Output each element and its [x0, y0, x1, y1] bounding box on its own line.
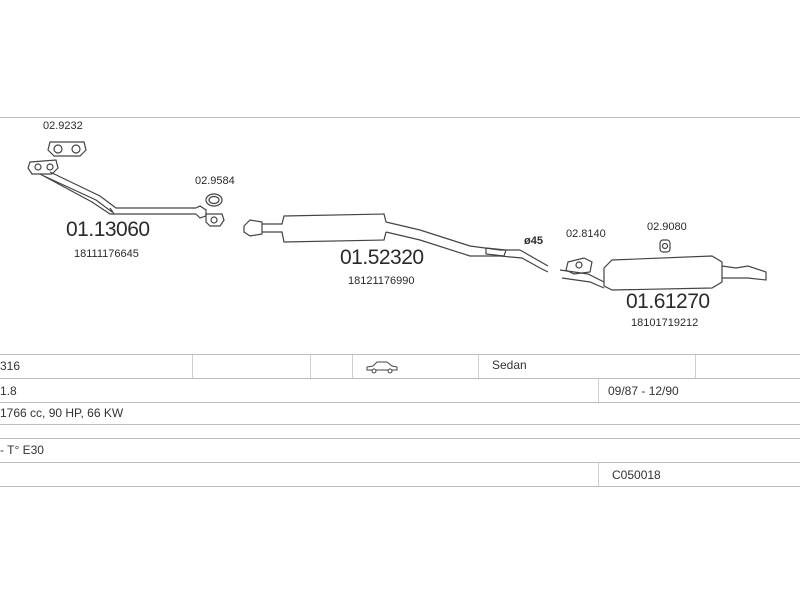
rear-clamp-part[interactable] — [565, 257, 593, 275]
table-row: 1766 cc, 90 HP, 66 KW — [0, 402, 800, 425]
middle-silencer-code: 01.52320 — [340, 246, 424, 269]
vehicle-type: - T° E30 — [0, 443, 44, 457]
cell-divider — [310, 355, 311, 379]
front-gasket-code: 02.9232 — [43, 120, 83, 132]
front-pipe-code: 01.13060 — [66, 218, 150, 241]
front-gasket-part[interactable] — [47, 141, 87, 157]
cell-divider — [478, 355, 479, 379]
exhaust-system-drawing — [27, 141, 767, 291]
catalog-code: C050018 — [612, 468, 661, 482]
front-pipe-oem-number: 18111176645 — [74, 248, 139, 260]
rear-rubber-mount-part[interactable] — [659, 239, 671, 253]
sedan-car-icon — [365, 360, 399, 377]
rear-silencer-code: 01.61270 — [626, 290, 710, 313]
diagram-top-border — [0, 117, 800, 118]
rear-silencer-oem-number: 18101719212 — [631, 317, 699, 329]
cell-divider — [192, 355, 193, 379]
front-pipe-part[interactable] — [39, 171, 207, 219]
cell-divider — [598, 463, 599, 487]
pipe-diameter: ø45 — [524, 235, 543, 247]
rear-clamp-code: 02.8140 — [566, 228, 606, 240]
production-period: 09/87 - 12/90 — [608, 384, 679, 398]
cell-divider — [695, 355, 696, 379]
body-type: Sedan — [492, 358, 527, 372]
table-row: 316 Sedan — [0, 354, 800, 379]
middle-silencer-oem-number: 18121176990 — [348, 275, 415, 287]
table-row: - T° E30 — [0, 438, 800, 463]
front-pipe-flange — [27, 159, 59, 175]
cell-divider — [352, 355, 353, 379]
rear-rubber-mount-code: 02.9080 — [647, 221, 687, 233]
engine-size: 1.8 — [0, 384, 17, 398]
rear-silencer-part[interactable] — [559, 255, 767, 291]
middle-silencer-part[interactable] — [243, 213, 549, 273]
cell-divider — [598, 379, 599, 403]
ring-gasket-code: 02.9584 — [195, 175, 235, 187]
front-clamp-part[interactable] — [205, 213, 225, 227]
ring-gasket-part[interactable] — [205, 193, 223, 207]
table-row — [0, 424, 800, 439]
table-row: C050018 — [0, 462, 800, 487]
exhaust-diagram: 02.9232 01.13060 18111176645 02.9584 01.… — [0, 110, 800, 355]
table-bottom-border — [0, 486, 800, 487]
engine-spec: 1766 cc, 90 HP, 66 KW — [0, 406, 124, 420]
vehicle-model: 316 — [0, 359, 21, 373]
table-row: 1.8 09/87 - 12/90 — [0, 378, 800, 403]
